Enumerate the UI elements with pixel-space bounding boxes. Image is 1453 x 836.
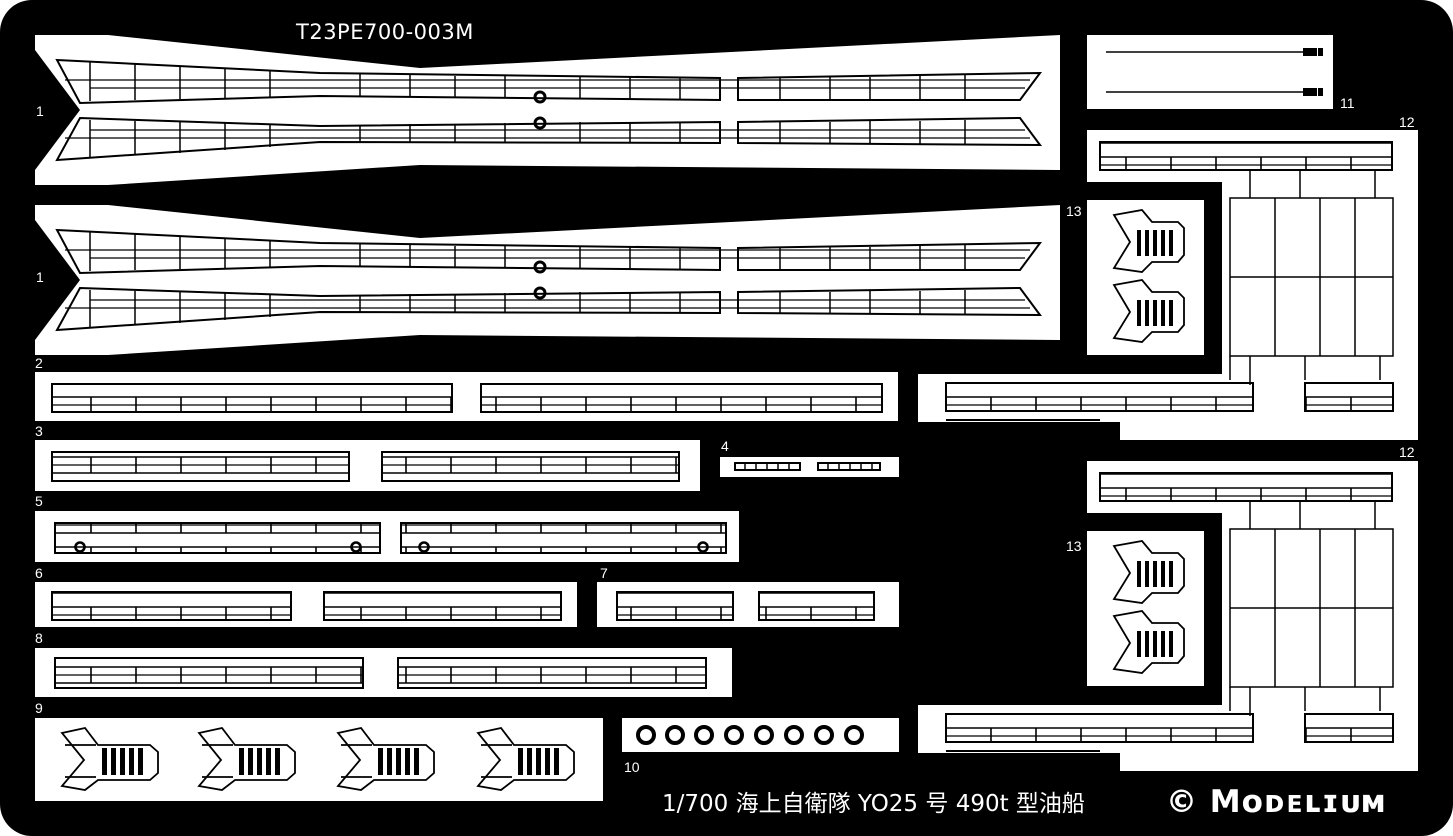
part-11 bbox=[1087, 35, 1333, 109]
part-12-lower bbox=[918, 461, 1418, 771]
part-number-11: 11 bbox=[1340, 95, 1355, 111]
sheet-code: T23PE700-003M bbox=[296, 20, 474, 44]
part-number-1: 1 bbox=[36, 269, 44, 285]
ladder bbox=[476, 726, 575, 791]
part-4 bbox=[720, 457, 899, 477]
part-1-upper bbox=[35, 35, 1060, 185]
part-9 bbox=[35, 718, 603, 801]
ladder bbox=[336, 726, 435, 791]
ladder bbox=[197, 726, 296, 791]
brand-logo: © Mᴏᴅᴇʟɪᴜᴍ bbox=[1166, 784, 1387, 820]
part-number-6: 6 bbox=[35, 565, 43, 581]
part-number-8: 8 bbox=[35, 630, 43, 646]
part-number-9: 9 bbox=[35, 700, 43, 716]
part-number-13: 13 bbox=[1066, 203, 1082, 219]
part-number-12: 12 bbox=[1399, 444, 1415, 460]
part-3 bbox=[35, 440, 700, 491]
part-number-3: 3 bbox=[35, 423, 43, 439]
part-6 bbox=[35, 582, 577, 627]
part-number-10: 10 bbox=[624, 759, 640, 775]
part-number-5: 5 bbox=[35, 493, 43, 509]
part-number-13: 13 bbox=[1066, 538, 1082, 554]
part-10 bbox=[622, 718, 899, 752]
part-1-lower bbox=[35, 205, 1060, 355]
part-5 bbox=[35, 511, 739, 562]
part-12-upper bbox=[918, 130, 1418, 440]
part-2 bbox=[35, 372, 898, 421]
part-13-upper bbox=[1087, 200, 1204, 355]
part-7 bbox=[597, 582, 899, 627]
part-number-2: 2 bbox=[35, 355, 43, 371]
part-8 bbox=[35, 648, 732, 697]
sheet-title: 1/700 海上自衛隊 YO25 号 490t 型油船 bbox=[662, 791, 1085, 817]
part-number-7: 7 bbox=[600, 565, 608, 581]
part-number-1: 1 bbox=[36, 103, 44, 119]
part-number-12: 12 bbox=[1399, 114, 1415, 130]
part-number-4: 4 bbox=[721, 438, 729, 454]
part-13-lower bbox=[1087, 531, 1204, 686]
ladder bbox=[60, 726, 159, 791]
